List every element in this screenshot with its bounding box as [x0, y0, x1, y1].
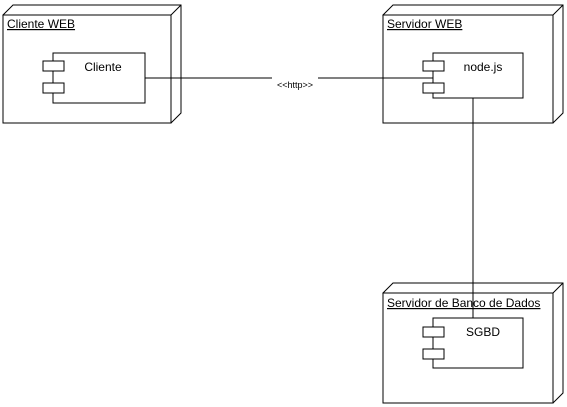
component-port-icon [422, 60, 445, 72]
component-port-icon [422, 348, 445, 360]
component-label-cliente: Cliente [84, 60, 122, 74]
connection-label-http: <<http>> [277, 80, 313, 90]
connection-http: <<http>> [145, 77, 433, 90]
component-nodejs: node.js [422, 52, 524, 99]
component-port-icon [422, 82, 445, 94]
component-cliente: Cliente [42, 52, 146, 104]
component-port-icon [422, 326, 445, 338]
component-sgbd: SGBD [422, 317, 524, 369]
node-servidor-web: Servidor WEB [382, 4, 564, 124]
node-title-servidor-web: Servidor WEB [387, 17, 462, 31]
node-title-cliente-web: Cliente WEB [7, 17, 75, 31]
component-port-icon [42, 82, 65, 94]
component-label-nodejs: node.js [464, 60, 503, 74]
component-label-sgbd: SGBD [466, 325, 500, 339]
component-port-icon [42, 60, 65, 72]
node-title-servidor-bd: Servidor de Banco de Dados [387, 296, 540, 310]
